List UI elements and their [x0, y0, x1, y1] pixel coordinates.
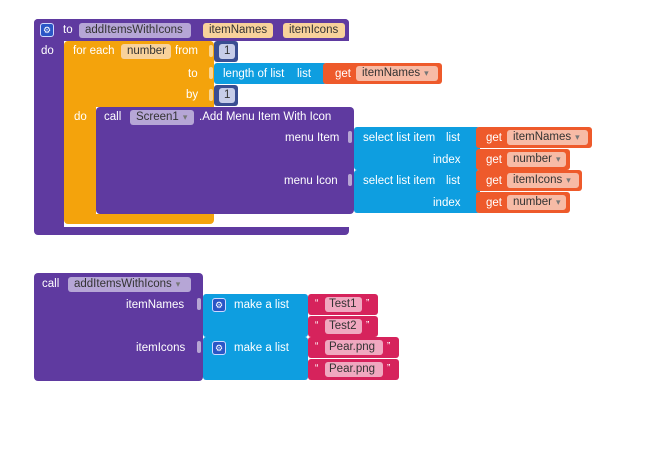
select-list-label-2: list: [446, 175, 461, 187]
for-each-to-label: to: [188, 68, 198, 80]
call-proc-label: call: [42, 278, 60, 290]
select-list-label-1: list: [446, 132, 461, 144]
for-each-from-label: from: [175, 45, 198, 57]
procedure-name-field[interactable]: addItemsWithIcons: [79, 23, 191, 38]
menu-item-label: menu Item: [285, 132, 340, 144]
quote-open-icon: “: [315, 363, 319, 374]
socket-connector: [348, 174, 352, 186]
quote-close-icon: ”: [387, 363, 391, 374]
gear-icon[interactable]: ⚙: [40, 23, 54, 37]
procedure-param-itemIcons[interactable]: itemIcons: [283, 23, 345, 38]
get-label: get: [335, 68, 351, 80]
select-list-item-block-1[interactable]: [354, 127, 480, 170]
for-each-var-field[interactable]: number: [121, 44, 171, 59]
get-itemIcons-dropdown[interactable]: itemIcons: [507, 173, 579, 188]
socket-connector: [209, 67, 213, 79]
get-number-dropdown-2[interactable]: number: [507, 195, 566, 210]
get-label-4: get: [486, 175, 502, 187]
get-label-3: get: [486, 154, 502, 166]
quote-close-icon: ”: [387, 341, 391, 352]
procedure-do-label: do: [41, 45, 54, 57]
menu-icon-label: menu Icon: [284, 175, 338, 187]
length-of-list-block[interactable]: [214, 63, 327, 84]
quote-close-icon: ”: [366, 298, 370, 309]
text-pear2-field[interactable]: Pear.png: [325, 362, 383, 377]
gear-icon[interactable]: ⚙: [212, 298, 226, 312]
for-each-do-label: do: [74, 111, 87, 123]
quote-open-icon: “: [315, 320, 319, 331]
from-number-field[interactable]: 1: [219, 44, 236, 59]
length-list-label: list: [297, 68, 312, 80]
arg-itemNames-label: itemNames: [126, 299, 185, 311]
text-test1-field[interactable]: Test1: [325, 297, 362, 312]
select-index-label-2: index: [433, 197, 461, 209]
make-a-list-label-1: make a list: [234, 299, 289, 311]
select-index-label-1: index: [433, 154, 461, 166]
socket-connector: [197, 298, 201, 310]
arg-itemIcons-label: itemIcons: [136, 342, 186, 354]
socket-connector: [348, 131, 352, 143]
make-a-list-label-2: make a list: [234, 342, 289, 354]
quote-open-icon: “: [315, 341, 319, 352]
get-number-dropdown-1[interactable]: number: [507, 152, 566, 167]
length-of-list-label: length of list: [223, 68, 285, 80]
socket-connector: [209, 89, 213, 101]
get-itemNames-dropdown[interactable]: itemNames: [356, 66, 438, 81]
call-proc-name-dropdown[interactable]: addItemsWithIcons: [68, 277, 191, 292]
quote-open-icon: “: [315, 298, 319, 309]
select-list-item-label-1: select list item: [363, 132, 436, 144]
procedure-to-label: to: [63, 24, 73, 36]
component-dropdown[interactable]: Screen1: [130, 110, 194, 125]
gear-icon[interactable]: ⚙: [212, 341, 226, 355]
text-test2-field[interactable]: Test2: [325, 319, 362, 334]
for-each-by-label: by: [186, 89, 199, 101]
select-list-item-block-2[interactable]: [354, 170, 480, 213]
get-label-2: get: [486, 132, 502, 144]
quote-close-icon: ”: [366, 320, 370, 331]
method-name-label: .Add Menu Item With Icon: [199, 111, 332, 123]
procedure-param-itemNames[interactable]: itemNames: [203, 23, 273, 38]
by-number-field[interactable]: 1: [219, 88, 236, 103]
for-each-label: for each: [73, 45, 115, 57]
call-label: call: [104, 111, 122, 123]
socket-connector: [209, 45, 213, 57]
get-label-5: get: [486, 197, 502, 209]
get-itemNames-dropdown-2[interactable]: itemNames: [507, 130, 588, 145]
text-pear1-field[interactable]: Pear.png: [325, 340, 383, 355]
select-list-item-label-2: select list item: [363, 175, 436, 187]
socket-connector: [197, 341, 201, 353]
